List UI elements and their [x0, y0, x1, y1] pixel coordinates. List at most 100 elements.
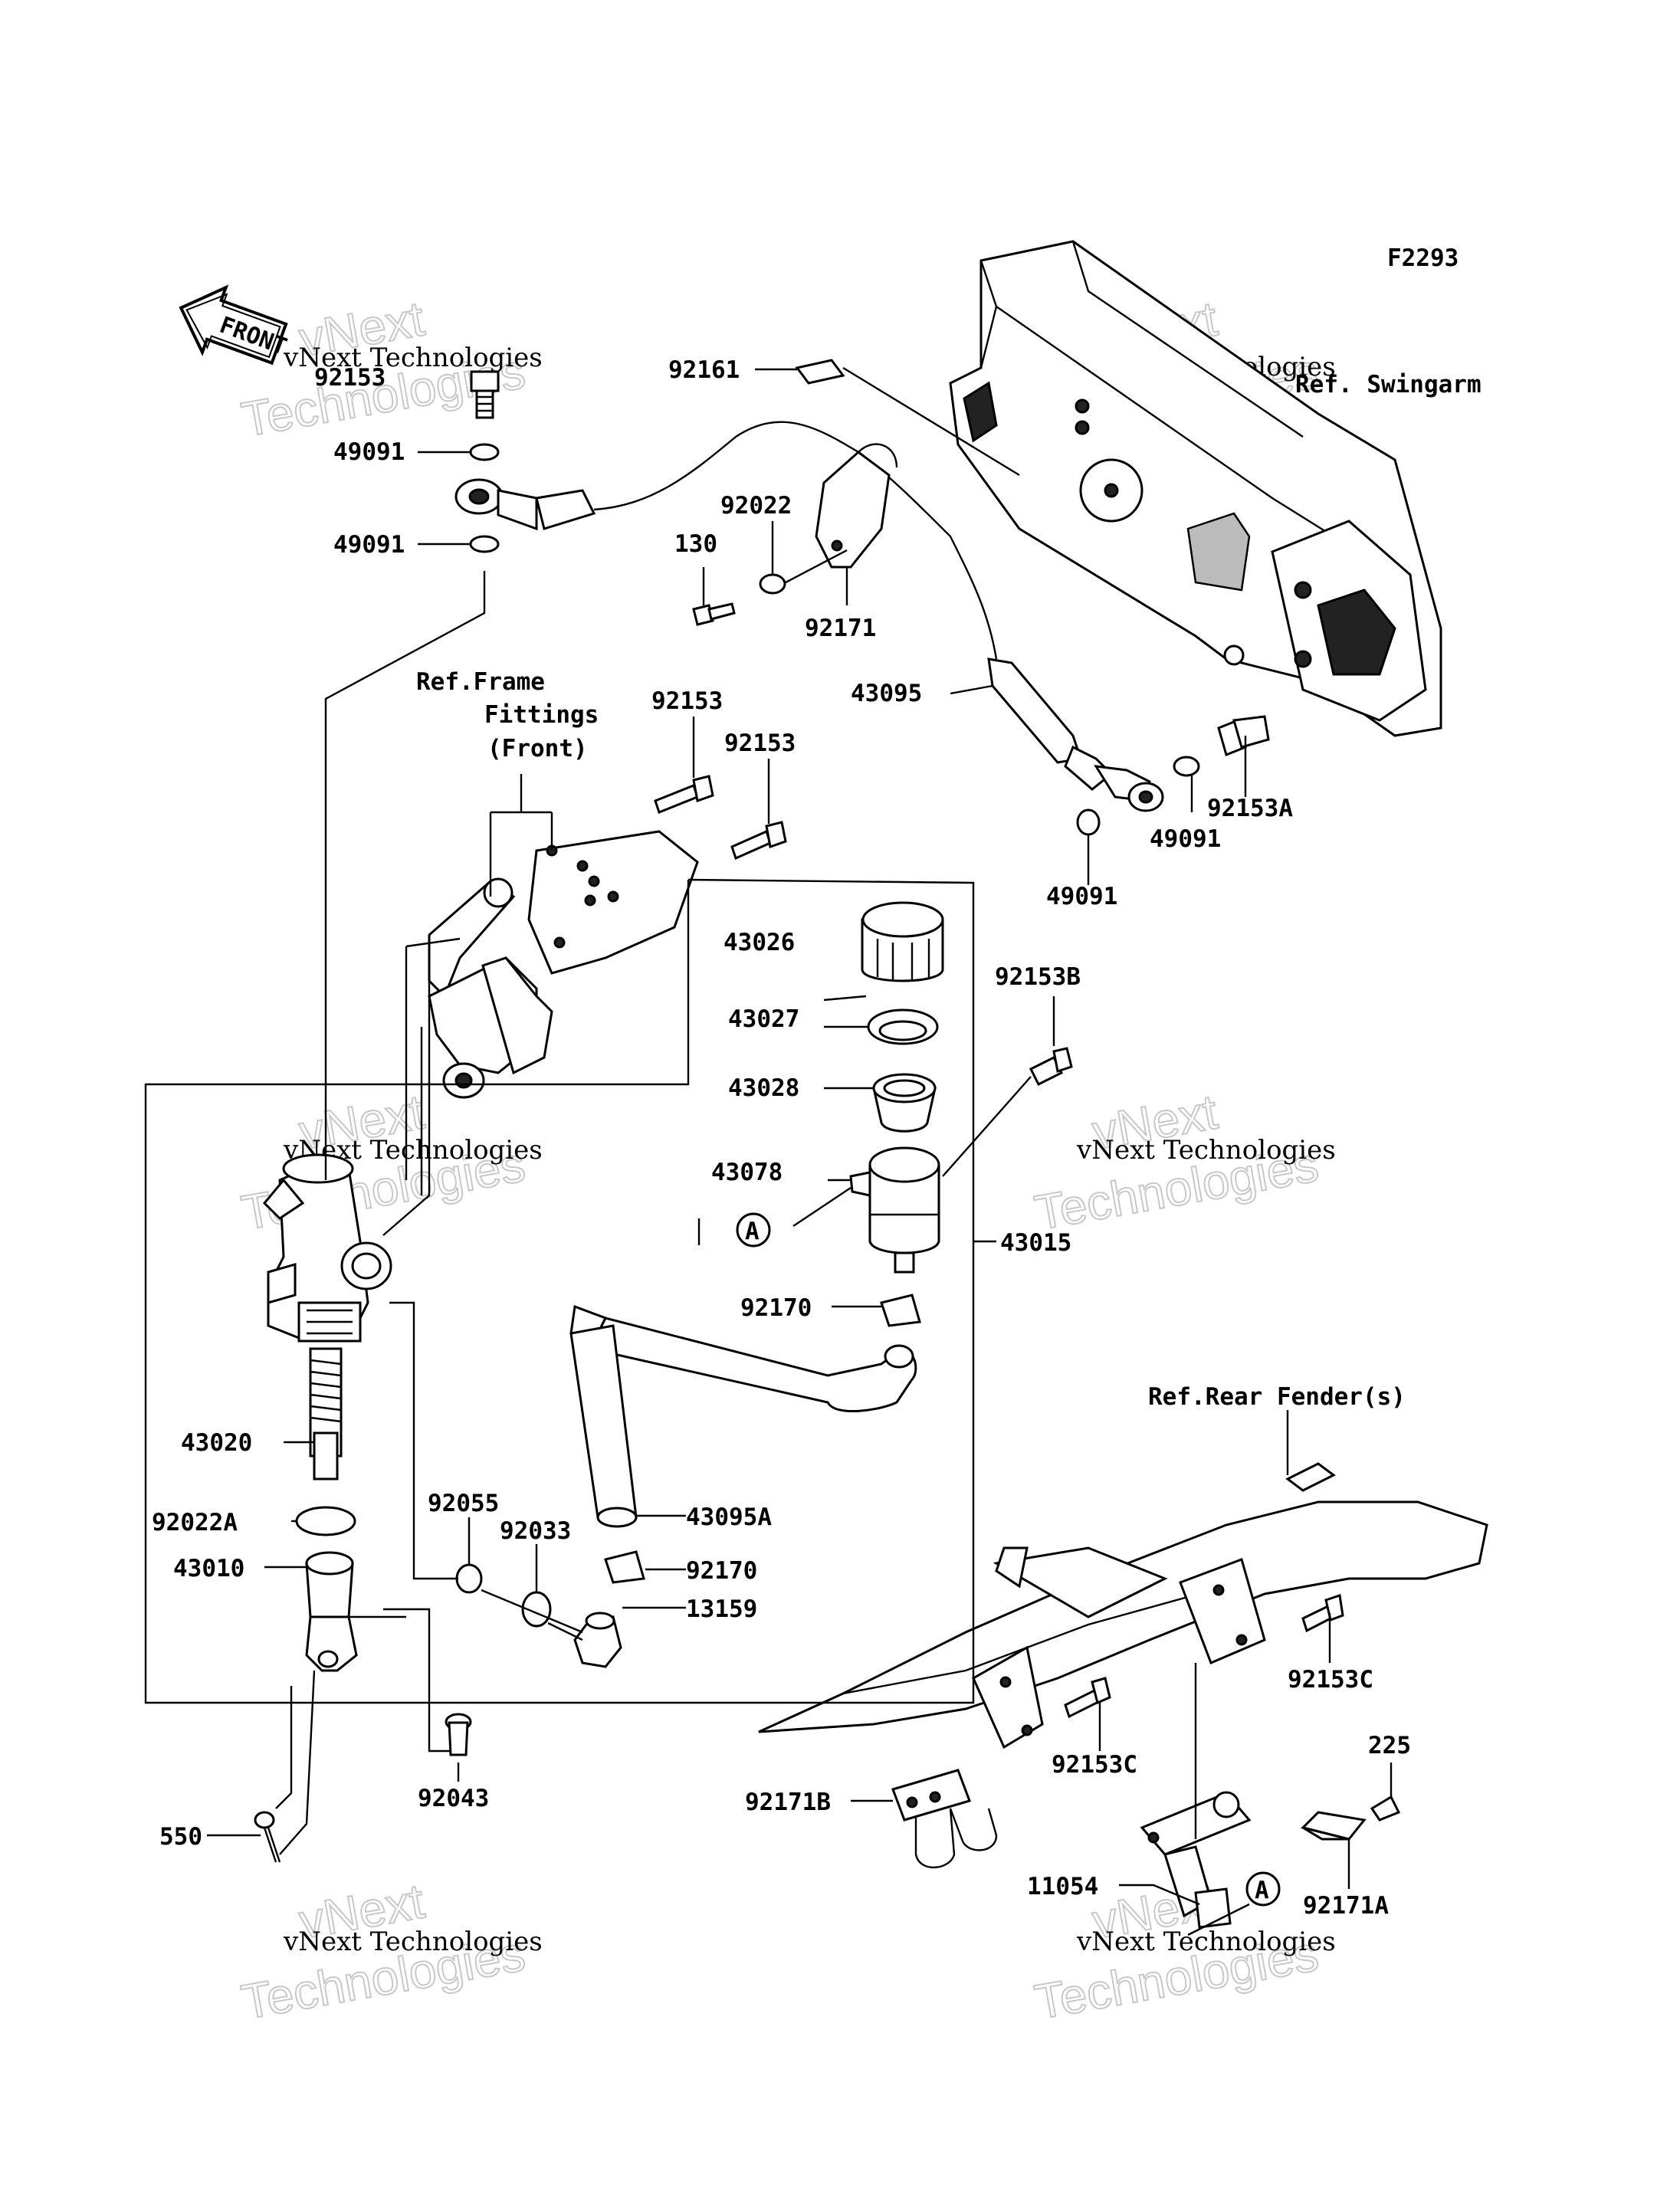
bolt-130 [692, 602, 736, 626]
svg-text:(Front): (Front) [487, 735, 588, 762]
clip-92170-a [880, 1294, 921, 1327]
label-92170-a: 92170 [740, 1294, 812, 1322]
label-92153: 92153 [314, 364, 386, 392]
front-arrow-icon: FRONT [179, 284, 290, 366]
screw-92153B [1029, 1047, 1073, 1087]
label-92153-2: 92153 [724, 730, 796, 757]
clamp-92171A [1301, 1811, 1367, 1841]
label-225: 225 [1368, 1732, 1411, 1759]
label-sticker-92161 [795, 359, 845, 385]
leader-hose-to-cylinder [324, 571, 486, 1180]
label-43026: 43026 [724, 929, 795, 956]
pin-92043 [445, 1713, 472, 1756]
ref-frame-fittings: Ref.Frame Fittings (Front) [416, 668, 599, 762]
pushrod-43010 [305, 1551, 358, 1672]
bolt-92153C-a [1064, 1677, 1111, 1719]
watermark-middle-right: vNext Technologies vNext Technologies [1030, 1083, 1336, 1241]
reservoir-43078 [849, 1146, 940, 1274]
label-43010: 43010 [173, 1555, 244, 1582]
callout-A-fender: A [1245, 1871, 1281, 1907]
label-92055: 92055 [428, 1490, 499, 1517]
bolt-92153-1 [654, 775, 714, 814]
banjo-bolt-top [470, 370, 500, 419]
label-43095A: 43095A [686, 1503, 772, 1531]
svg-text:vNext Technologies: vNext Technologies [283, 1926, 543, 1957]
label-550: 550 [159, 1823, 202, 1851]
label-49091-b: 49091 [333, 531, 405, 559]
o-ring-92055 [455, 1563, 483, 1594]
group-frame-43015 [144, 878, 975, 1704]
label-92022A: 92022A [152, 1509, 238, 1536]
label-43015: 43015 [1000, 1229, 1071, 1257]
hose-43095A [569, 1304, 917, 1528]
label-92153-1: 92153 [651, 687, 723, 715]
svg-text:A: A [745, 1218, 760, 1245]
leader-bracket-c [382, 958, 431, 1236]
leader-lines [207, 366, 1393, 1936]
clamp-92171 [815, 443, 898, 569]
rear-fender [758, 1462, 1488, 1733]
clamp-92171B [891, 1769, 998, 1869]
ref-swingarm: Ref. Swingarm [1295, 371, 1481, 398]
label-43027: 43027 [728, 1005, 799, 1033]
ref-rear-fender: Ref.Rear Fender(s) [1148, 1383, 1406, 1411]
callout-A-reservoir: A [736, 1212, 771, 1248]
plate-43027 [867, 1008, 939, 1045]
bolt-225 [1370, 1795, 1401, 1822]
fender-bracket-right [1179, 1558, 1266, 1664]
label-92171A: 92171A [1303, 1892, 1389, 1920]
svg-text:Fittings: Fittings [484, 701, 599, 729]
clip-92170-b [604, 1550, 645, 1584]
label-11054: 11054 [1027, 1873, 1098, 1900]
svg-text:vNext Technologies: vNext Technologies [1076, 1926, 1336, 1957]
diaphragm-43028 [872, 1073, 937, 1133]
watermark-top-left: vNext Technologies vNext Technologies [237, 290, 543, 448]
swingarm [949, 240, 1442, 737]
frame-fitting-bracket [428, 830, 699, 1099]
washer-49091-d [1076, 808, 1101, 836]
elbow-13159 [573, 1612, 622, 1668]
washer-49091-top [469, 443, 500, 461]
label-49091-c: 49091 [1150, 825, 1221, 853]
watermark-bottom-left: vNext Technologies vNext Technologies [237, 1872, 543, 2030]
label-92033: 92033 [500, 1517, 571, 1545]
label-92161: 92161 [668, 356, 740, 384]
leader-bracket-a [405, 937, 461, 1180]
label-92170-b: 92170 [686, 1557, 757, 1585]
label-43078: 43078 [711, 1159, 783, 1186]
banjo-bolt-92153A [1217, 715, 1270, 757]
fender-bracket-left [972, 1645, 1044, 1749]
label-49091-a: 49091 [333, 438, 405, 466]
reservoir-cap-43026 [861, 901, 944, 982]
part-labels: 92153 49091 49091 92161 92022 130 92171 … [152, 356, 1411, 1920]
label-92153B: 92153B [995, 963, 1081, 991]
label-43095: 43095 [851, 680, 922, 707]
washer-92022 [759, 573, 786, 595]
label-92043: 92043 [418, 1785, 489, 1812]
label-43020: 43020 [181, 1429, 252, 1457]
spring-43020 [309, 1347, 343, 1481]
hose-43095 [987, 657, 1164, 812]
bolt-92153C-b [1301, 1594, 1344, 1633]
svg-text:vNext Technologies: vNext Technologies [283, 343, 543, 373]
washer-49091-c [1173, 756, 1200, 777]
svg-text:A: A [1255, 1877, 1269, 1904]
svg-text:vNext Technologies: vNext Technologies [1076, 1135, 1336, 1166]
label-43028: 43028 [728, 1074, 799, 1102]
label-92153C-b: 92153C [1052, 1751, 1137, 1779]
label-92171B: 92171B [745, 1789, 831, 1816]
label-92022: 92022 [720, 492, 792, 520]
label-92153A: 92153A [1207, 795, 1293, 822]
washer-49091-lower [469, 535, 500, 553]
figure-code: F2293 [1387, 244, 1459, 272]
master-cylinder [262, 1153, 392, 1343]
label-92171: 92171 [805, 615, 876, 642]
bolt-92153-2 [730, 821, 787, 861]
label-49091-d: 49091 [1046, 883, 1117, 910]
brake-hose [593, 421, 998, 660]
label-13159: 13159 [686, 1595, 757, 1623]
circlip-92022A [295, 1506, 356, 1536]
cotter-pin-550 [254, 1811, 281, 1863]
label-92153C-a: 92153C [1288, 1666, 1373, 1694]
